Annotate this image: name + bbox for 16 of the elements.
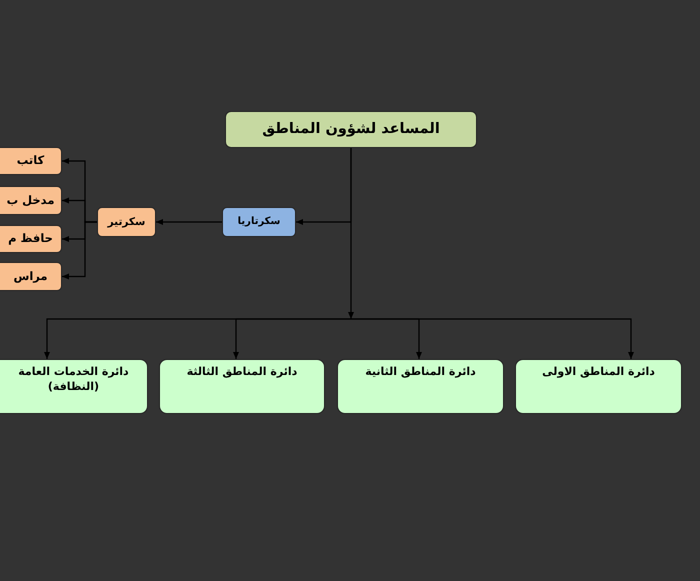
arrow bbox=[348, 148, 354, 319]
org-box: مراس bbox=[0, 262, 62, 291]
arrow bbox=[156, 219, 222, 225]
org-box: سكرتاريا bbox=[222, 207, 296, 237]
org-box: دائرة الخدمات العامة (النظافة) bbox=[0, 359, 148, 414]
org-box: حافظ م bbox=[0, 225, 62, 253]
org-box: كاتب bbox=[0, 147, 62, 175]
arrow bbox=[44, 318, 351, 359]
org-box: سكرتير bbox=[97, 207, 156, 237]
org-box: دائرة المناطق الثالثة bbox=[159, 359, 325, 414]
arrow bbox=[62, 221, 97, 280]
org-box: المساعد لشؤون المناطق bbox=[225, 111, 477, 148]
arrow bbox=[351, 318, 422, 359]
org-box: مدخل ب bbox=[0, 186, 62, 215]
org-box: دائرة المناطق الثانية bbox=[337, 359, 504, 414]
org-box: دائرة المناطق الاولى bbox=[515, 359, 682, 414]
